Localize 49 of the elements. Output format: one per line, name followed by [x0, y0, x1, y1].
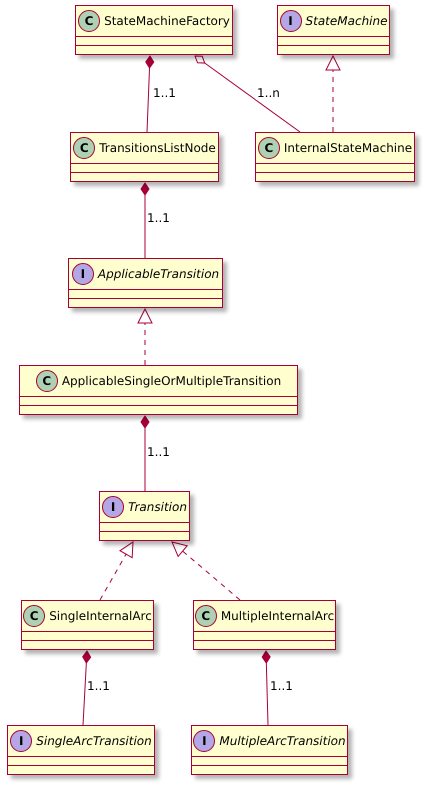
- realization-arrow: [172, 542, 240, 600]
- stereotype-badge: C: [23, 605, 46, 627]
- stereotype-badge: C: [36, 370, 58, 392]
- interface-name: SingleArcTransition: [36, 734, 152, 748]
- composition-line: [82, 650, 92, 726]
- class-name: ApplicableSingleOrMultipleTransition: [62, 374, 282, 388]
- multiplicity-label: 1..1: [146, 211, 171, 225]
- composition-line: [145, 56, 154, 132]
- stereotype-badge: C: [258, 137, 280, 159]
- interface-box: [68, 258, 223, 308]
- class-box: [21, 600, 154, 650]
- composition-line: [140, 182, 150, 258]
- composition-line: [140, 416, 150, 492]
- stereotype-badge: I: [72, 263, 94, 285]
- interface-box: [191, 725, 348, 775]
- multiplicity-label: 1..1: [146, 445, 171, 459]
- class-name: StateMachineFactory: [104, 14, 230, 28]
- composition-line: [262, 650, 271, 726]
- stereotype-badge: C: [73, 137, 96, 159]
- interface-box: [7, 725, 155, 775]
- class-name: InternalStateMachine: [284, 141, 412, 155]
- class-name: SingleInternalArc: [49, 609, 152, 623]
- class-box: [193, 600, 336, 650]
- interface-box: [99, 491, 190, 541]
- interface-name: ApplicableTransition: [98, 267, 220, 281]
- multiplicity-label: 1..n: [256, 86, 281, 100]
- realization-arrow: [326, 56, 340, 132]
- multiplicity-label: 1..1: [269, 679, 294, 693]
- realization-arrow: [100, 542, 134, 600]
- multiplicity-label: 1..1: [152, 86, 177, 100]
- class-name: TransitionsListNode: [99, 141, 216, 155]
- aggregation-line: [194, 56, 300, 132]
- stereotype-badge: I: [280, 10, 302, 32]
- class-box: [19, 365, 298, 415]
- multiplicity-label: 1..1: [86, 679, 111, 693]
- interface-name: StateMachine: [306, 14, 388, 28]
- stereotype-badge: I: [193, 730, 216, 752]
- realization-arrow: [138, 308, 152, 366]
- interface-box: [277, 5, 390, 55]
- interface-name: MultipleArcTransition: [219, 734, 346, 748]
- class-box: [75, 5, 233, 55]
- class-box: [255, 132, 415, 182]
- stereotype-badge: C: [194, 605, 217, 627]
- stereotype-badge: I: [10, 730, 32, 752]
- stereotype-badge: I: [102, 496, 124, 518]
- interface-name: Transition: [128, 500, 187, 514]
- class-name: MultipleInternalArc: [220, 609, 334, 623]
- stereotype-badge: C: [78, 10, 100, 32]
- class-box: [70, 132, 219, 182]
